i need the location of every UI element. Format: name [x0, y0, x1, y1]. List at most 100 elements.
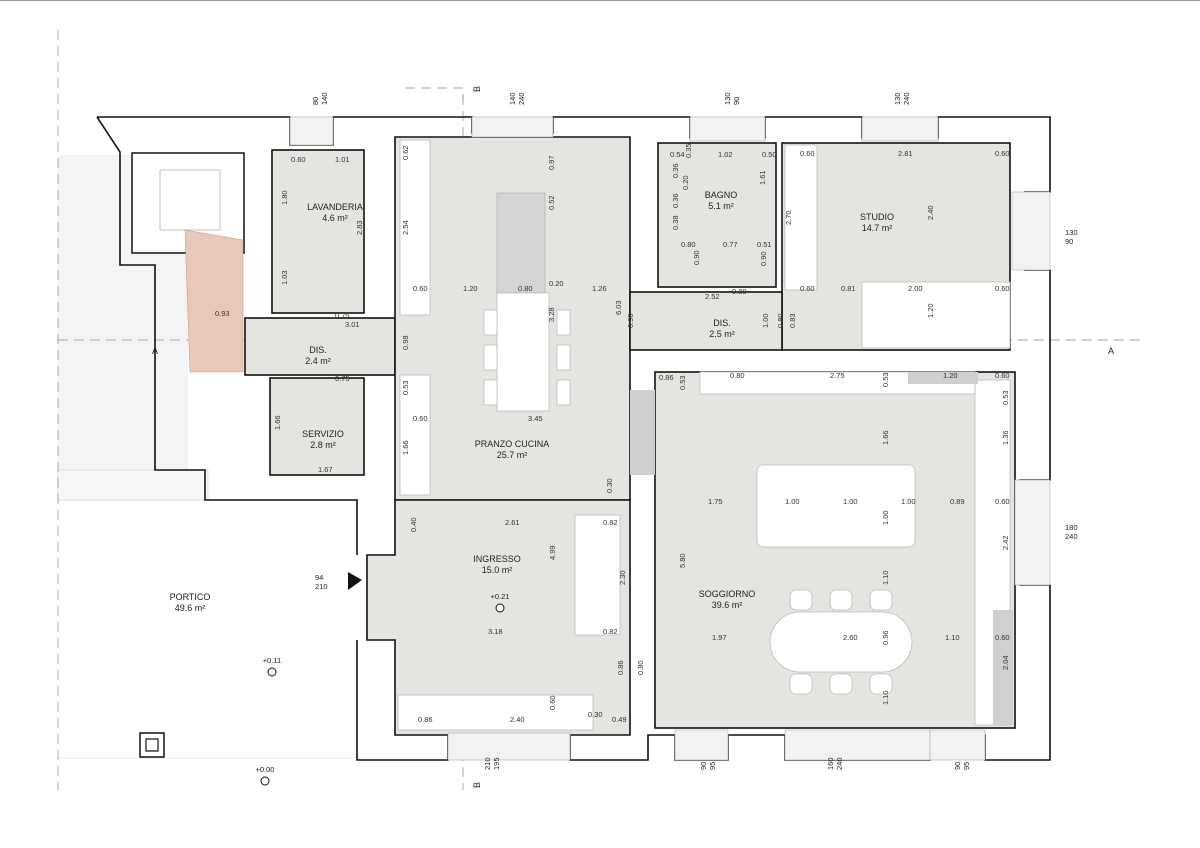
dimension-label: 0.86	[659, 373, 674, 382]
dimension-label: 2.40	[926, 205, 935, 220]
dimension-label: 0.20	[549, 279, 564, 288]
dimension-label: 0.83	[788, 313, 797, 328]
dimension-label: 0.60	[995, 371, 1010, 380]
dimension-label: 0.80	[636, 660, 645, 675]
dimension-label: 4.99	[548, 545, 557, 560]
dimension-label: 0.53	[1001, 390, 1010, 405]
section-marker: B	[472, 86, 482, 92]
opening-size-label: 130	[1065, 228, 1078, 237]
dimension-label: 0.98	[401, 335, 410, 350]
dimension-label: 0.80	[776, 313, 785, 328]
section-marker: B	[472, 782, 482, 788]
opening-size-label: 240	[517, 92, 526, 105]
dimension-label: 0.60	[413, 284, 428, 293]
room-area: 2.8 m²	[310, 440, 336, 450]
dimension-label: 2.40	[510, 715, 525, 724]
dimension-label: 1.66	[401, 440, 410, 455]
dimension-label: 0.60	[995, 149, 1010, 158]
dimension-label: 1.00	[901, 497, 916, 506]
room-name: STUDIO	[860, 212, 894, 222]
dimension-label: 1.36	[1001, 430, 1010, 445]
dimension-label: 2.52	[705, 292, 720, 301]
opening-size-label: 95	[962, 762, 971, 770]
dimension-label: 0.53	[881, 372, 890, 387]
room-name: LAVANDERIA	[307, 202, 363, 212]
room-area: 25.7 m²	[497, 450, 528, 460]
dimension-label: 0.75	[335, 311, 350, 320]
room-area: 2.4 m²	[305, 356, 331, 366]
opening-size-label: 80	[311, 97, 320, 105]
opening-size-label: 210	[483, 757, 492, 770]
dimension-label: 1.61	[758, 170, 767, 185]
dimension-label: 2.30	[618, 570, 627, 585]
dimension-label: 1.66	[881, 430, 890, 445]
dimension-label: 5.80	[678, 553, 687, 568]
level-label: +0.21	[491, 592, 510, 601]
dimension-label: 0.60	[291, 155, 306, 164]
room-area: 2.5 m²	[709, 329, 735, 339]
dimension-label: 0.60	[995, 284, 1010, 293]
dimension-label: 1.20	[926, 303, 935, 318]
dimension-label: 0.82	[603, 518, 618, 527]
staircase	[131, 152, 245, 373]
dimension-label: 2.00	[908, 284, 923, 293]
dimension-label: 0.90	[626, 313, 635, 328]
dimension-label: 2.81	[898, 149, 913, 158]
opening-size-label: 90	[1065, 237, 1073, 246]
dimension-label: 0.80	[732, 287, 747, 296]
opening-size-label: 240	[835, 757, 844, 770]
dimension-label: 0.53	[678, 375, 687, 390]
dimension-label: 0.89	[950, 497, 965, 506]
dimension-label: 0.38	[671, 215, 680, 230]
dimension-label: 1.66	[273, 415, 282, 430]
dimension-label: 0.60	[548, 695, 557, 710]
room-dis-2	[629, 291, 783, 351]
level-label: +0.00	[256, 765, 275, 774]
room-name: PORTICO	[170, 592, 211, 602]
dimension-label: 6.03	[614, 300, 623, 315]
dimension-label: 0.77	[723, 240, 738, 249]
dimension-label: 0.80	[518, 284, 533, 293]
opening-size-label: 195	[492, 757, 501, 770]
dimension-label: 1.26	[592, 284, 607, 293]
opening-size-label: 140	[508, 92, 517, 105]
dimension-label: 1.00	[785, 497, 800, 506]
dimension-label: 2.61	[505, 518, 520, 527]
dimension-label: 0.49	[612, 715, 627, 724]
room-area: 4.6 m²	[322, 213, 348, 223]
dimension-label: 0.52	[547, 195, 556, 210]
dimension-label: 2.54	[401, 220, 410, 235]
dimension-label: 0.97	[547, 155, 556, 170]
dimension-label: 3.18	[488, 627, 503, 636]
exterior-wall-left	[96, 116, 358, 555]
dimension-label: 1.02	[718, 150, 733, 159]
room-ingresso	[366, 499, 631, 736]
opening-size-label: 95	[708, 762, 717, 770]
entrance-arrow-icon	[348, 572, 362, 590]
dimension-label: 1.80	[280, 190, 289, 205]
dimension-label: 0.60	[413, 414, 428, 423]
dimension-label: 2.83	[355, 220, 364, 235]
dimension-label: 0.82	[603, 627, 618, 636]
room-name: SERVIZIO	[302, 429, 344, 439]
dimension-label: 0.50	[762, 150, 777, 159]
dimension-label: 1.03	[280, 270, 289, 285]
room-name: INGRESSO	[473, 554, 521, 564]
room-bagno	[657, 142, 777, 288]
dimension-label: 1.01	[335, 155, 350, 164]
dimension-label: 0.81	[841, 284, 856, 293]
level-marker-icon	[495, 603, 505, 613]
dimension-label: 0.80	[730, 371, 745, 380]
dimension-label: 1.00	[843, 497, 858, 506]
dimension-label: 1.10	[881, 690, 890, 705]
dimension-label: 0.80	[681, 240, 696, 249]
dimension-label: 0.60	[995, 497, 1010, 506]
room-lavanderia	[271, 149, 365, 314]
room-area: 14.7 m²	[862, 223, 893, 233]
level-marker-icon	[260, 776, 270, 786]
opening-size-label: 180	[1065, 523, 1078, 532]
room-name: DIS.	[309, 345, 327, 355]
dimension-label: 2.42	[1001, 535, 1010, 550]
furniture	[397, 139, 1013, 731]
level-label: +0.11	[263, 656, 281, 665]
